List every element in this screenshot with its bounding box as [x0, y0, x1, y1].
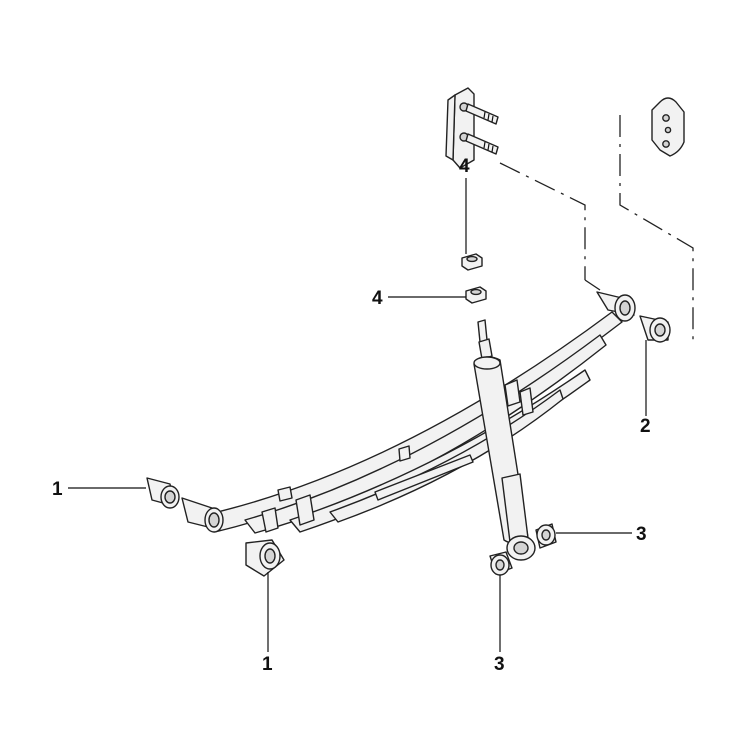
- leader-lines: [68, 178, 647, 652]
- lock-nut-lower: [465, 286, 487, 304]
- callout-3-right: 3: [636, 524, 647, 545]
- callout-3-bottom: 3: [494, 654, 505, 675]
- callout-4-top: 4: [459, 156, 470, 177]
- bushing-front-upper: [146, 477, 180, 509]
- shackle-plate-bolts: [445, 87, 499, 169]
- callout-1-bottom: 1: [262, 654, 273, 675]
- frame-outline: [499, 115, 694, 345]
- shock-bushing-lower: [489, 551, 513, 576]
- shackle-side-plate: [651, 97, 685, 157]
- bushing-front-lower: [245, 539, 285, 577]
- shock-absorber: [473, 319, 536, 561]
- bushing-rear: [639, 315, 671, 343]
- callout-1-left: 1: [52, 479, 63, 500]
- lock-nut-upper: [461, 253, 483, 271]
- callout-2: 2: [640, 416, 651, 437]
- shock-bushing-upper: [535, 523, 557, 549]
- callout-4-left: 4: [372, 288, 383, 309]
- leaf-spring: [181, 291, 636, 534]
